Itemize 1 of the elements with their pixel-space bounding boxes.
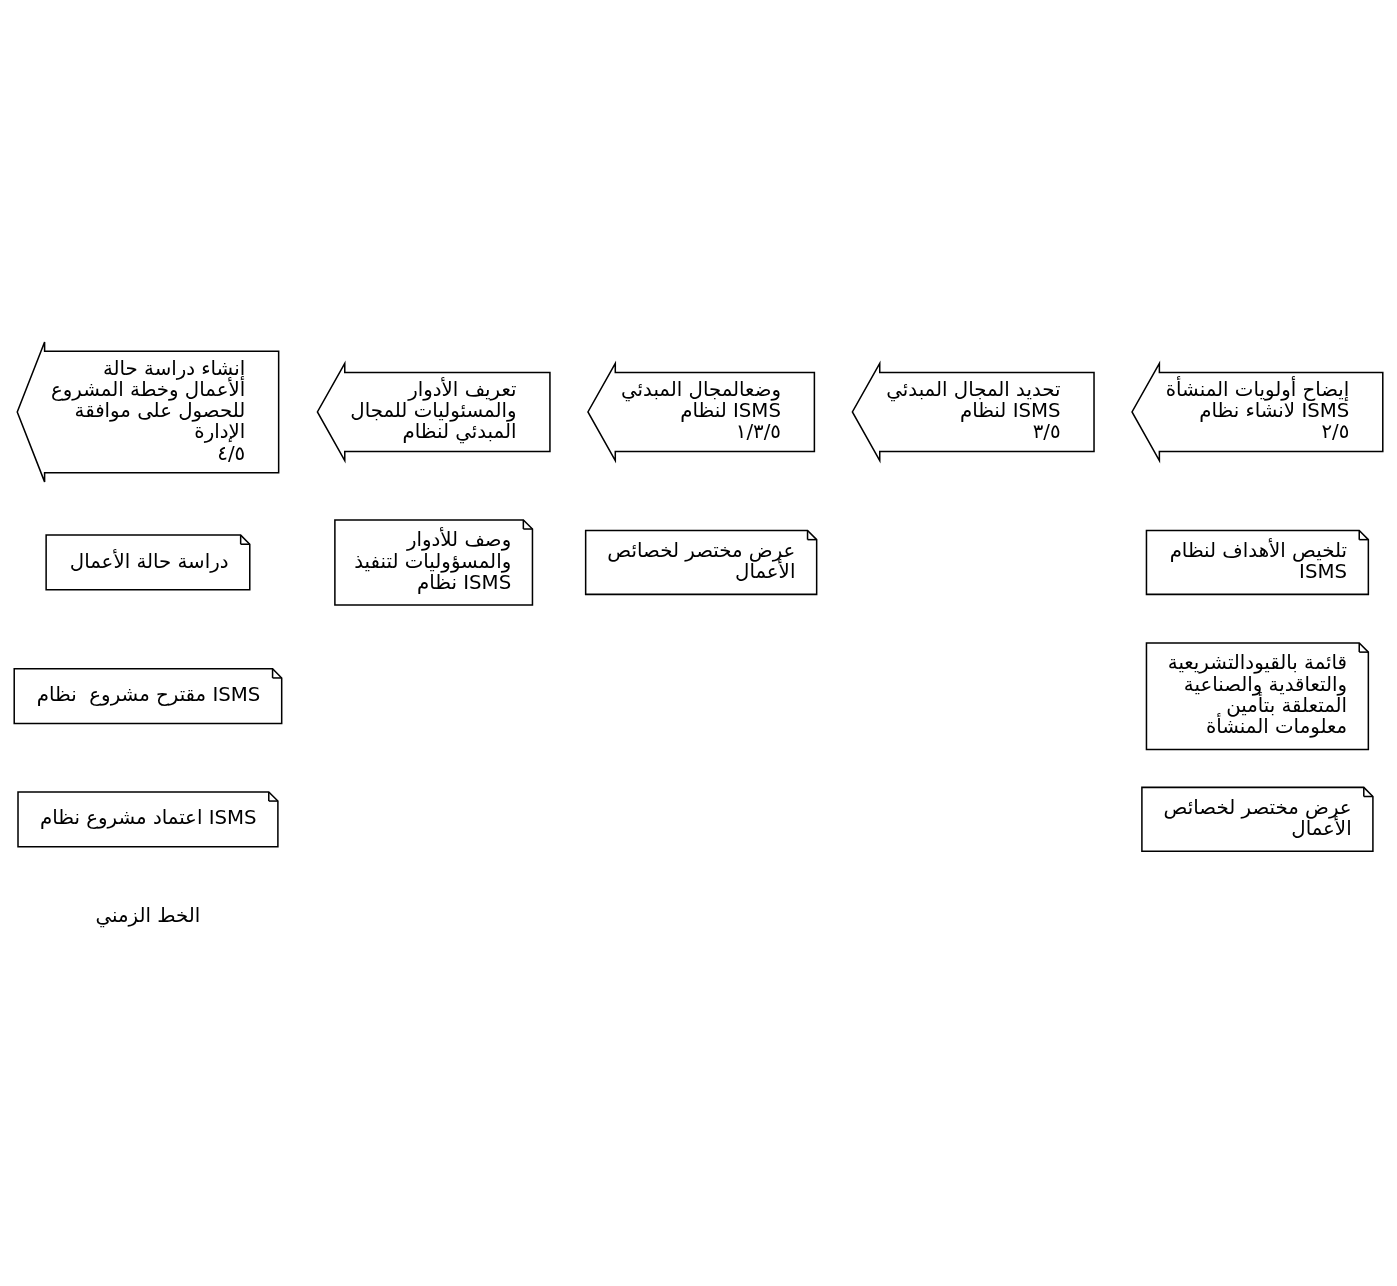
label: الخط الزمني xyxy=(95,903,201,927)
